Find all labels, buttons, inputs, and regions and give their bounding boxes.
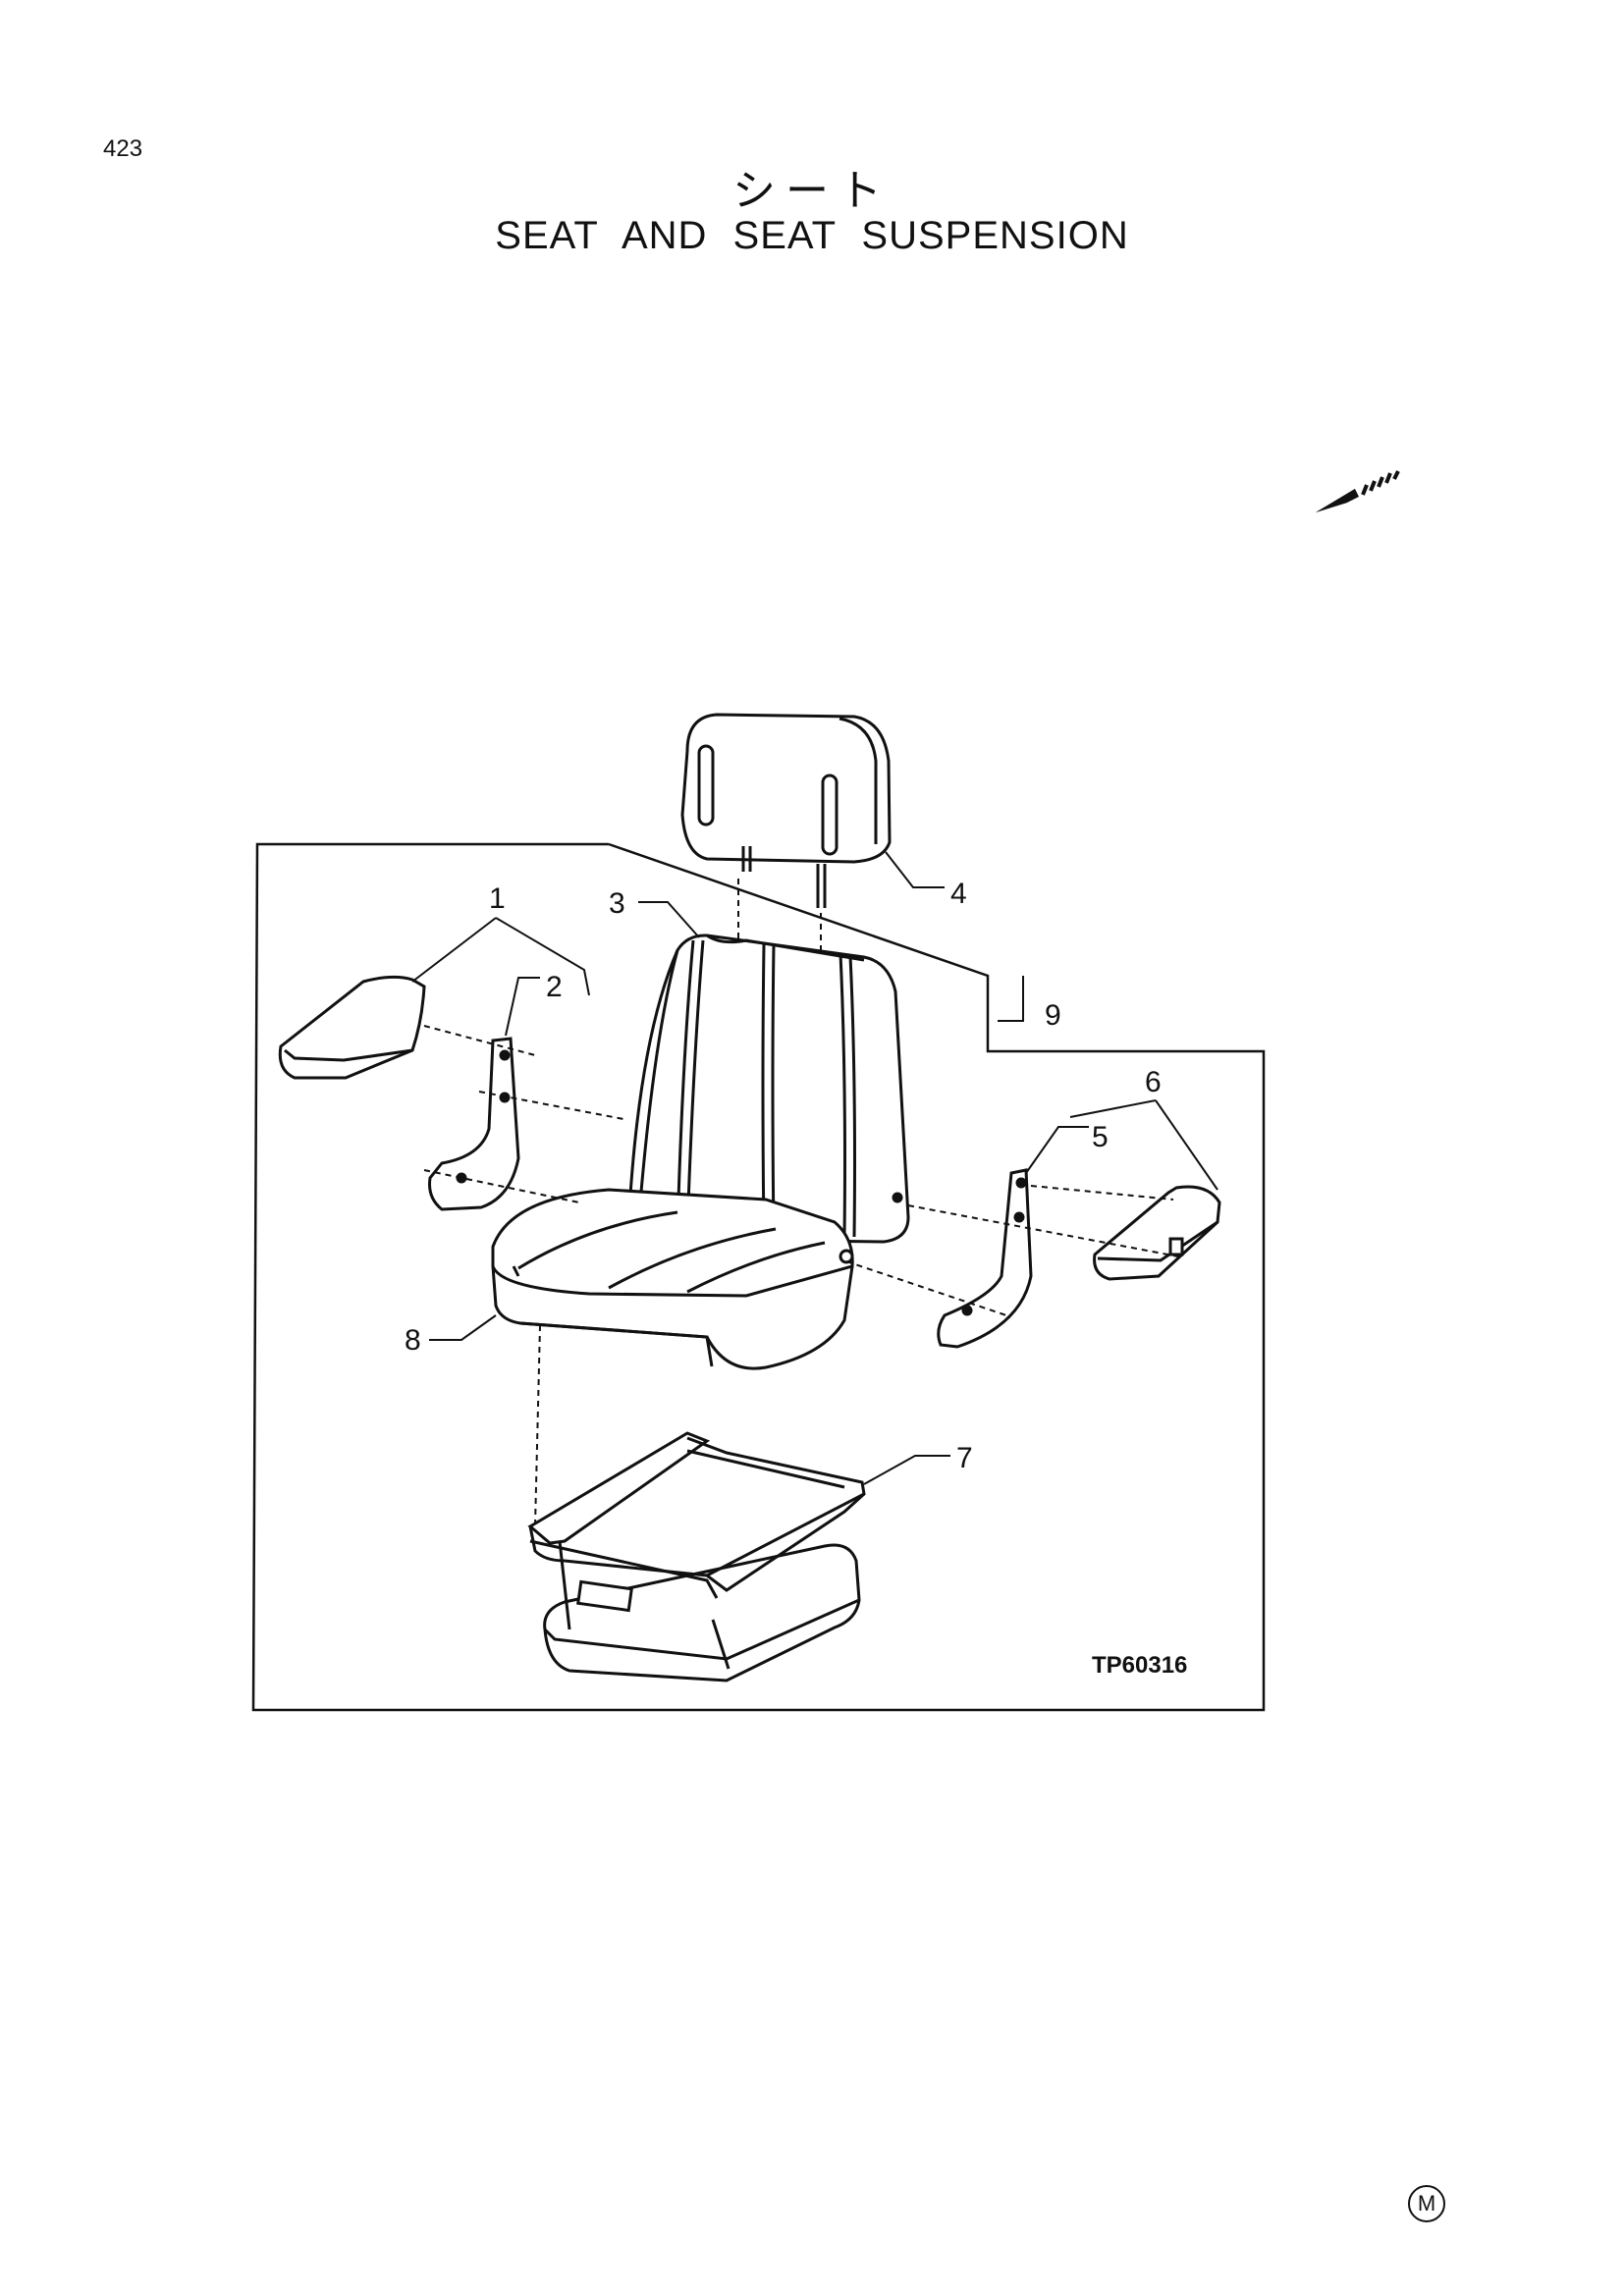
front-direction-arrow-icon xyxy=(1316,470,1400,512)
callout-labels: 1 2 3 4 5 6 7 8 9 TP60316 xyxy=(405,878,1187,1679)
callout-5: 5 xyxy=(1092,1121,1109,1153)
cushion-to-suspension-guide-lines xyxy=(534,1324,541,1527)
page-number: 423 xyxy=(103,135,143,162)
armrest-left xyxy=(278,975,426,1080)
seat-cushion xyxy=(491,1188,903,1370)
callout-4: 4 xyxy=(950,878,967,910)
armrest-right xyxy=(1093,1185,1221,1281)
callout-leaders xyxy=(411,851,1218,1485)
page-title: SEAT AND SEAT SUSPENSION xyxy=(495,214,1129,257)
seat-suspension xyxy=(527,1431,866,1682)
callout-9: 9 xyxy=(1045,999,1061,1032)
armrest-bracket-left xyxy=(428,1037,520,1211)
armrest-bracket-right xyxy=(937,1168,1033,1349)
seat-assembly-frame xyxy=(251,842,1266,1712)
headrest xyxy=(680,713,892,908)
callout-2: 2 xyxy=(546,971,563,1003)
footer-mark-m: M xyxy=(1408,2185,1445,2222)
callout-8: 8 xyxy=(405,1324,421,1357)
backrest xyxy=(626,934,910,1244)
callout-7: 7 xyxy=(956,1442,973,1474)
callout-3: 3 xyxy=(609,887,625,920)
figure-code: TP60316 xyxy=(1092,1652,1187,1679)
callout-6: 6 xyxy=(1145,1066,1162,1098)
armrest-guide-lines xyxy=(423,1025,1179,1316)
page-title-japanese: シート xyxy=(732,166,892,216)
callout-1: 1 xyxy=(489,882,506,915)
